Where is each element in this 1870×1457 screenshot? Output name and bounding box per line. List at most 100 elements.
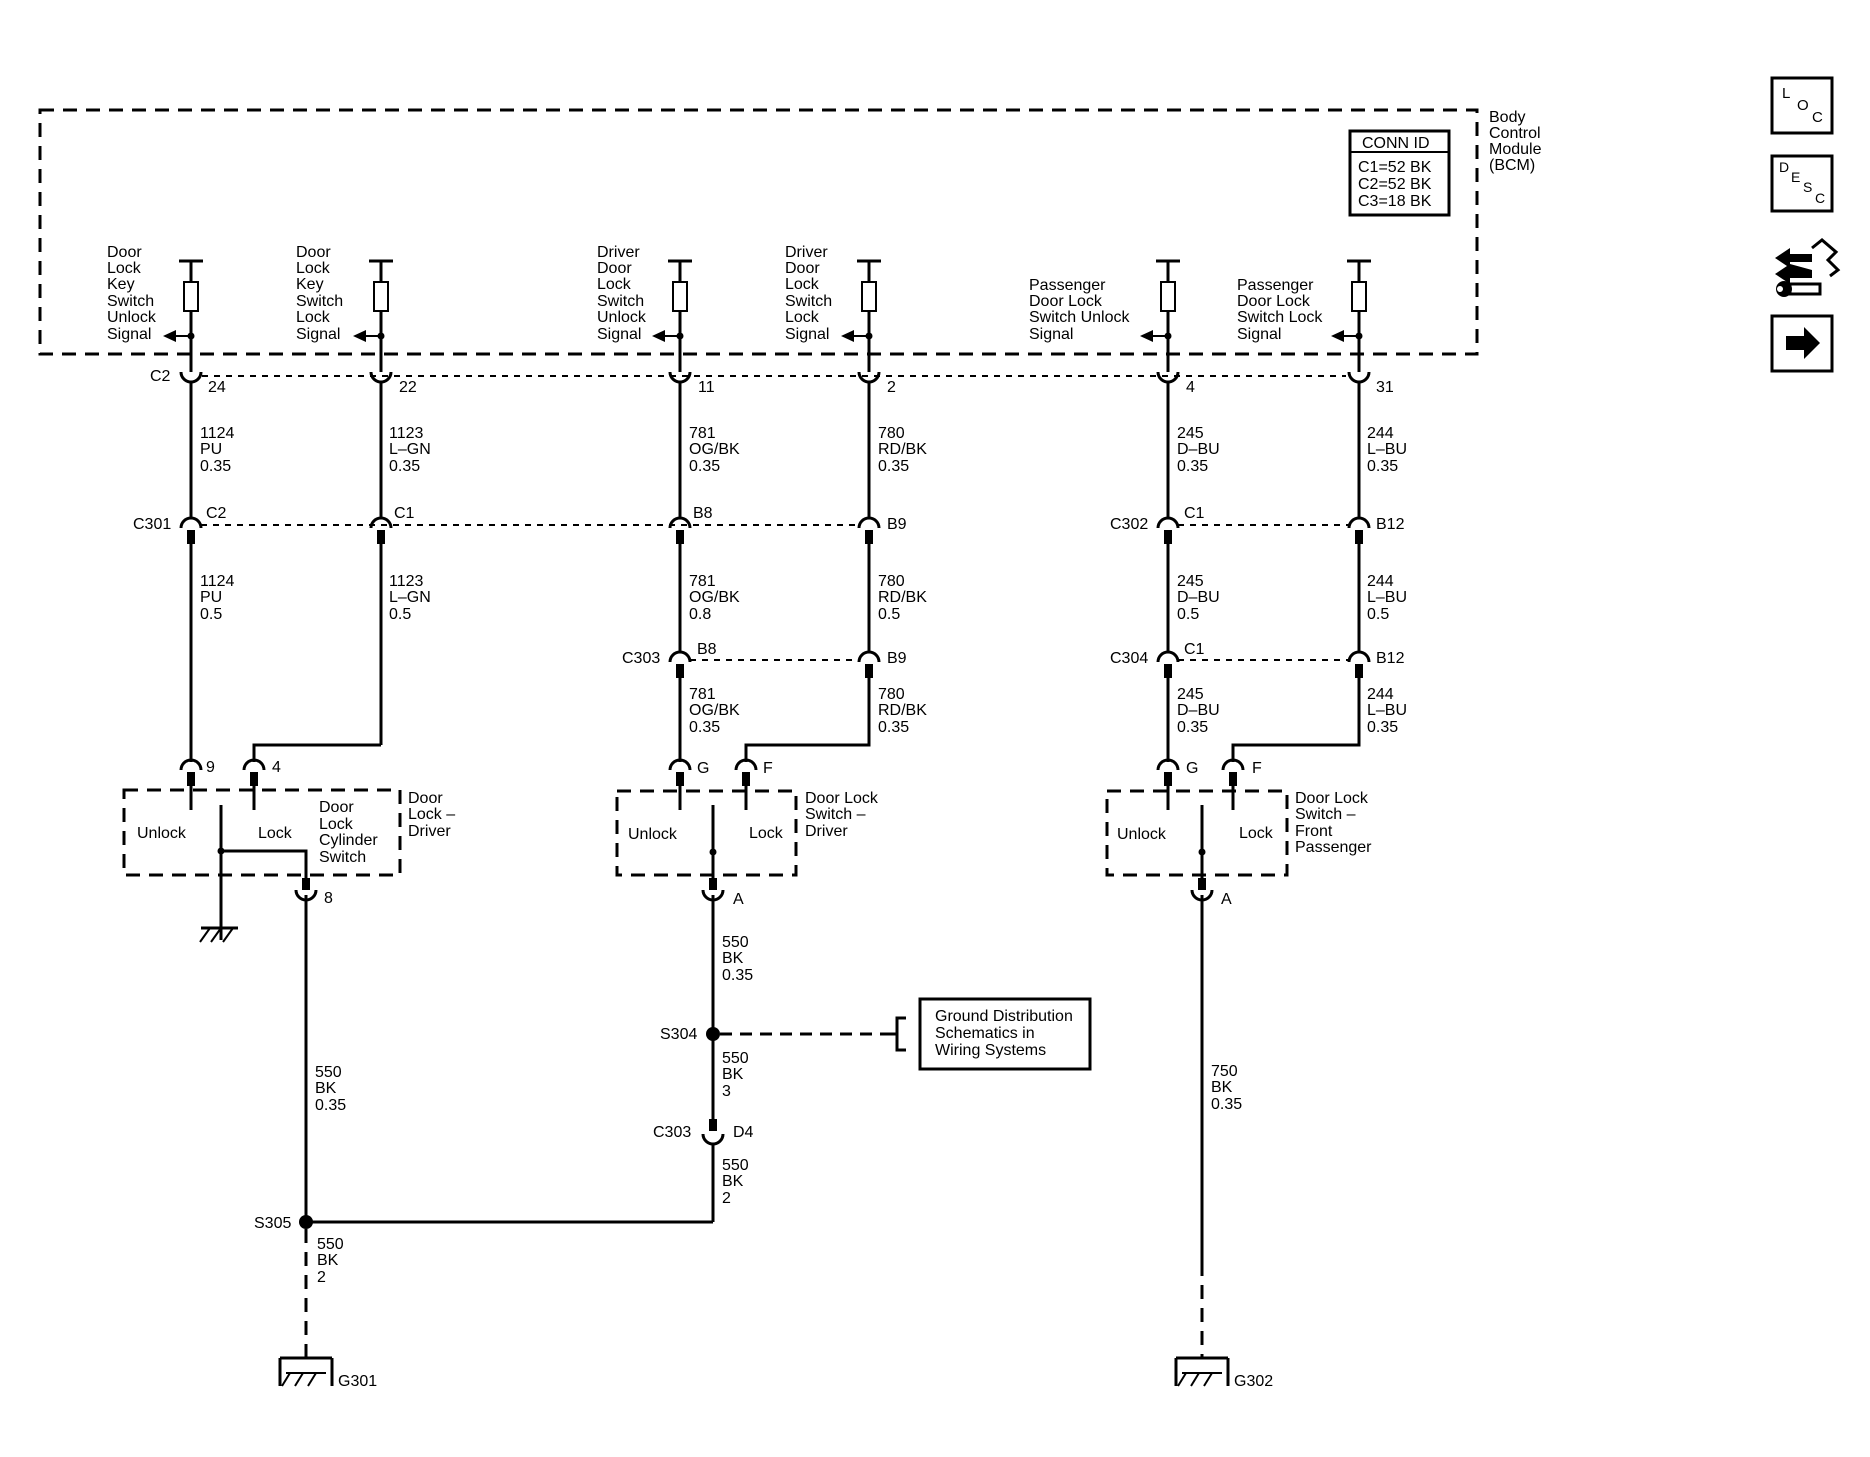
ground-distribution-ref[interactable]: Ground Distribution Schematics in Wiring… <box>918 997 1092 1071</box>
wire-550-s305-1: 550 <box>317 1236 344 1253</box>
wire-label-244-a: 244 L–BU 0.35 <box>1367 425 1407 475</box>
description-icon[interactable]: D E S C <box>1770 154 1834 213</box>
svg-text:0.35: 0.35 <box>389 458 420 475</box>
svg-text:D–BU: D–BU <box>1177 441 1220 458</box>
bcm-pin-4: 4 <box>1186 379 1195 396</box>
sw-pass-name-l4: Passenger <box>1295 839 1372 856</box>
bcm-module: Body Control Module (BCM) CONN ID C1=52 … <box>38 108 1542 356</box>
wire-750-2: BK <box>1211 1079 1233 1096</box>
conn-id-box: CONN ID C1=52 BK C2=52 BK C3=18 BK <box>1348 129 1451 217</box>
bcm-name-3: Module <box>1489 141 1542 158</box>
cylinder-l3: Cylinder <box>319 832 378 849</box>
door-lock-switch-passenger: G F Unlock Lock Door Lock Switch – Front… <box>1105 758 1372 908</box>
bcm-sig1-l3: Key <box>107 276 135 293</box>
wires-segment-a <box>189 382 1361 518</box>
svg-text:D–BU: D–BU <box>1177 702 1220 719</box>
svg-text:245: 245 <box>1177 425 1204 442</box>
bcm-sig1-l2: Lock <box>107 260 142 277</box>
wire-label-244-c: 244 L–BU 0.35 <box>1367 686 1407 736</box>
sw-pass-name-l1: Door Lock <box>1295 790 1369 807</box>
svg-text:780: 780 <box>878 573 905 590</box>
sw-pass-name-l2: Switch – <box>1295 806 1356 823</box>
ground-ref-l1: Ground Distribution <box>935 1008 1073 1025</box>
wire-label-780-b: 780 RD/BK 0.5 <box>878 573 927 623</box>
connector-c301: C301 C2 C1 B8 B9 <box>133 505 907 544</box>
svg-text:PU: PU <box>200 589 222 606</box>
bcm-sig1-l1: Door <box>107 244 142 261</box>
ground-path-switch: 550 BK 0.35 S304 550 BK 3 C303 D4 550 BK… <box>653 895 906 1222</box>
door-lock-name-l3: Driver <box>408 823 451 840</box>
bcm-sig2-l1: Door <box>296 244 331 261</box>
bcm-name-2: Control <box>1489 125 1541 142</box>
svg-text:780: 780 <box>878 686 905 703</box>
svg-text:RD/BK: RD/BK <box>878 441 927 458</box>
wire-750-3: 0.35 <box>1211 1096 1242 1113</box>
bcm-c2-label: C2 <box>150 368 171 385</box>
svg-text:OG/BK: OG/BK <box>689 589 740 606</box>
wire-550-sw-3: 0.35 <box>722 967 753 984</box>
sw-pass-unlock-label: Unlock <box>1117 826 1167 843</box>
bcm-name-4: (BCM) <box>1489 157 1535 174</box>
svg-text:0.5: 0.5 <box>200 606 222 623</box>
wire-550-sw-2: BK <box>722 950 744 967</box>
svg-text:S: S <box>1803 179 1812 195</box>
bcm-sig6-l3: Switch Lock <box>1237 309 1323 326</box>
bcm-sig1-l5: Unlock <box>107 309 157 326</box>
connector-c304: C304 C1 B12 <box>1110 641 1405 678</box>
sw-drv-name-l1: Door Lock <box>805 790 879 807</box>
bcm-sig3-l4: Switch <box>597 293 644 310</box>
connector-c303-top: C303 B8 B9 <box>622 641 907 678</box>
bcm-sig6-l4: Signal <box>1237 326 1281 343</box>
connector-tool-icon[interactable] <box>1772 236 1842 298</box>
wire-label-1124-b: 1124 PU 0.5 <box>200 573 235 623</box>
bcm-signal-3: Driver Door Lock Switch Unlock Signal <box>597 244 692 372</box>
wires-segment-c <box>252 678 1361 762</box>
svg-text:0.35: 0.35 <box>1367 719 1398 736</box>
svg-text:OG/BK: OG/BK <box>689 441 740 458</box>
svg-text:244: 244 <box>1367 425 1394 442</box>
next-arrow-icon[interactable] <box>1770 314 1834 373</box>
bcm-signal-1: Door Lock Key Switch Unlock Signal <box>107 244 203 372</box>
wire-label-1124-a: 1124 PU 0.35 <box>200 425 235 475</box>
c303-top-pin-b9: B9 <box>887 650 907 667</box>
bcm-sig3-l1: Driver <box>597 244 640 261</box>
bcm-sig3-l5: Unlock <box>597 309 647 326</box>
c303-top-label: C303 <box>622 650 660 667</box>
connector-c302: C302 C1 B12 <box>1110 505 1405 544</box>
svg-text:1123: 1123 <box>389 573 424 590</box>
c304-pin-c1: C1 <box>1184 641 1205 658</box>
c301-pin-c1: C1 <box>394 505 415 522</box>
c304-label: C304 <box>1110 650 1148 667</box>
sw-pass-name-l3: Front <box>1295 823 1333 840</box>
bcm-sig4-l1: Driver <box>785 244 828 261</box>
location-icon[interactable]: L O C <box>1770 76 1834 135</box>
svg-text:244: 244 <box>1367 573 1394 590</box>
wire-550-driver-1: 550 <box>315 1064 342 1081</box>
svg-text:RD/BK: RD/BK <box>878 589 927 606</box>
bcm-signal-2: Door Lock Key Switch Lock Signal <box>296 244 393 372</box>
svg-text:780: 780 <box>878 425 905 442</box>
wire-label-245-c: 245 D–BU 0.35 <box>1177 686 1220 736</box>
g302-label: G302 <box>1234 1373 1273 1390</box>
bcm-pin-2: 2 <box>887 379 896 396</box>
svg-text:RD/BK: RD/BK <box>878 702 927 719</box>
g301-label: G301 <box>338 1373 377 1390</box>
ground-path-passenger: 750 BK 0.35 <box>1200 895 1242 1358</box>
svg-text:0.35: 0.35 <box>878 719 909 736</box>
svg-text:1123: 1123 <box>389 425 424 442</box>
wire-550-c303-1: 550 <box>722 1157 749 1174</box>
bcm-sig5-l4: Signal <box>1029 326 1073 343</box>
svg-text:E: E <box>1791 169 1800 185</box>
svg-text:L–GN: L–GN <box>389 441 431 458</box>
sw-drv-pin-g: G <box>697 760 709 777</box>
wire-550-s304-2: BK <box>722 1066 744 1083</box>
svg-text:0.35: 0.35 <box>689 719 720 736</box>
door-lock-driver: 9 4 Unlock Lock Door Lock Cylinder Switc… <box>122 758 455 943</box>
wire-label-781-c: 781 OG/BK 0.35 <box>689 686 740 736</box>
svg-text:D: D <box>1779 159 1789 175</box>
bcm-sig4-l2: Door <box>785 260 820 277</box>
wire-label-1123-b: 1123 L–GN 0.5 <box>389 573 431 623</box>
svg-text:781: 781 <box>689 686 716 703</box>
door-lock-lock-label: Lock <box>258 825 293 842</box>
svg-text:0.35: 0.35 <box>1177 458 1208 475</box>
